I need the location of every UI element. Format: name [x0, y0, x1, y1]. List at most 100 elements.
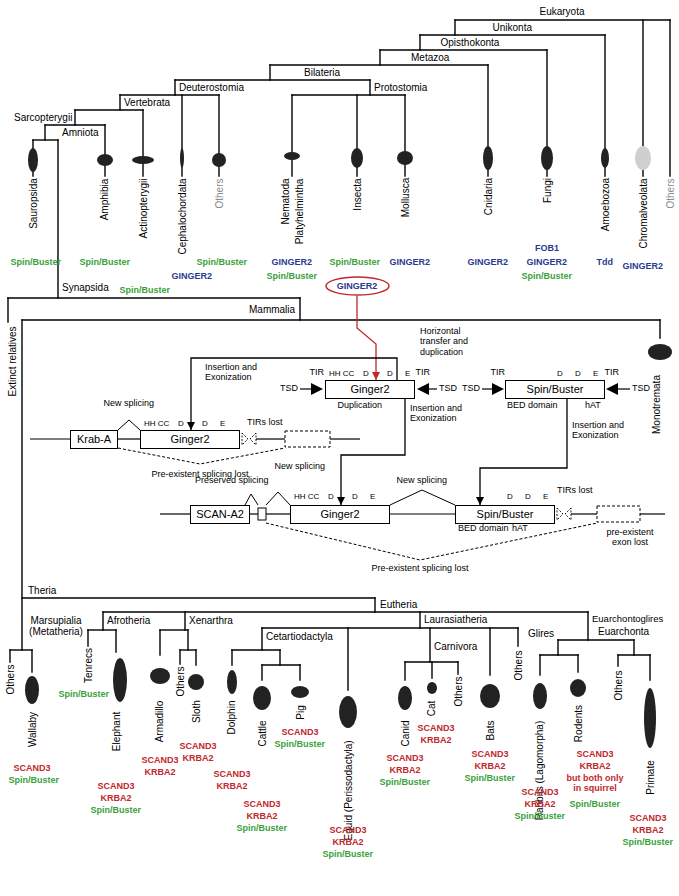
gene-label: KRBA2	[525, 800, 556, 810]
tree-branch	[184, 612, 185, 630]
gene-label: Spin/Buster	[11, 258, 62, 268]
taxon-label: Others	[214, 178, 225, 208]
annotation: TSD	[280, 384, 298, 394]
organism-silhouette	[480, 684, 500, 708]
tree-branch	[22, 597, 375, 598]
annotation: TIR	[310, 368, 325, 378]
gene-label: Spin/Buster	[237, 824, 288, 834]
organism-silhouette	[644, 688, 656, 748]
gene-label: SCAND3	[180, 742, 217, 752]
gene-label: KRBA2	[183, 754, 214, 764]
tree-branch	[142, 110, 143, 176]
clade-label: Opisthokonta	[441, 37, 500, 48]
clade-label: Carnivora	[434, 641, 477, 652]
organism-silhouette	[398, 686, 412, 710]
tree-branch	[299, 665, 300, 680]
gene-name: Ginger2	[320, 507, 359, 522]
annotation: TIR	[491, 368, 506, 378]
taxon-label: Sloth	[190, 700, 201, 723]
clade-label: Laurasiatheria	[424, 614, 487, 625]
lost-exon-box	[597, 506, 640, 522]
organism-silhouette	[212, 153, 226, 167]
gene-label: KRBA2	[333, 838, 364, 848]
tree-branch	[21, 320, 22, 650]
dna-strand	[160, 513, 190, 514]
organism-silhouette	[351, 148, 363, 168]
tree-branch	[431, 662, 432, 678]
tree-branch	[617, 655, 618, 666]
residue-letter: D	[507, 493, 513, 502]
gene-label: GINGER2	[623, 262, 664, 272]
gene-label: GINGER2	[468, 258, 509, 268]
taxon-label: Nematoda	[280, 178, 291, 224]
taxon-label: Dolphin	[226, 700, 237, 734]
gene-label: Spin/Buster	[623, 838, 674, 848]
taxon-label: Actinopterygii	[138, 178, 149, 238]
annotation: hAT	[512, 524, 528, 534]
gene-label: Spin/Buster	[522, 272, 573, 282]
residue-letter: HH CC	[144, 420, 169, 429]
tree-branch	[57, 140, 58, 298]
gene-label: Spin/Buster	[570, 800, 621, 810]
annotation: Preserved splicing	[195, 476, 269, 486]
gene-label: Spin/Buster	[380, 778, 431, 788]
gene-label: GINGER2	[527, 258, 568, 268]
annotation: TSD	[439, 384, 457, 394]
edge-label: Horizontal transfer and duplication	[420, 326, 490, 357]
gene-name: Ginger2	[350, 382, 389, 397]
tree-branch	[10, 649, 32, 650]
annotation: TIRs lost	[247, 418, 283, 428]
organism-silhouette	[291, 686, 309, 698]
tree-branch	[88, 629, 116, 630]
clade-label: Euarchonta	[598, 626, 649, 637]
gene-label: SCAND3	[244, 800, 281, 810]
taxon-label: Monotremata	[650, 375, 661, 434]
annotation: BED domain	[458, 524, 509, 534]
gene-label: SCAND3	[142, 756, 179, 766]
tree-branch	[22, 319, 660, 320]
taxon-label: Armadillo	[154, 700, 165, 742]
organism-silhouette	[427, 682, 437, 694]
tree-branch	[115, 630, 116, 652]
gene-label: but both only in squirrel	[564, 774, 626, 794]
gene-label: KRBA2	[145, 768, 176, 778]
organism-silhouette	[132, 156, 154, 164]
clade-label: Bilateria	[304, 67, 340, 78]
organism-silhouette	[150, 668, 170, 684]
tree-branch	[87, 630, 88, 646]
taxon-label: Bats	[485, 720, 496, 740]
gene-label: Spin/Buster	[9, 776, 60, 786]
clade-label: Protostomia	[374, 82, 427, 93]
annotation: New splicing	[397, 476, 448, 486]
tree-branch	[420, 34, 605, 35]
clade-label: Amniota	[62, 127, 99, 138]
tree-branch	[457, 662, 458, 674]
clade-label: Euarchontoglires	[592, 614, 663, 624]
tree-branch	[517, 628, 518, 646]
residue-letter: D	[557, 370, 563, 379]
dna-strand	[256, 438, 285, 439]
gene-name: Spin/Buster	[527, 382, 584, 397]
gene-name: GINGER2	[337, 276, 378, 296]
taxon-label: Canid	[400, 720, 411, 746]
gene-label: SCAND3	[577, 750, 614, 760]
clade-label: Eutheria	[380, 599, 417, 610]
tree-branch	[659, 320, 660, 338]
taxon-label: Others	[5, 664, 16, 694]
clade-label: Vertebrata	[124, 97, 170, 108]
taxon-label: Cat	[426, 700, 437, 716]
tree-branch	[419, 612, 420, 628]
annotation: Pre-existent splicing lost	[372, 564, 469, 574]
clade-label: Synapsida	[62, 282, 109, 293]
residue-letter: HH CC	[294, 493, 319, 502]
tree-branch	[103, 611, 588, 612]
tree-branch	[119, 95, 120, 110]
connector	[191, 358, 397, 430]
organism-silhouette	[635, 146, 651, 170]
tree-branch	[540, 654, 578, 655]
splice-caret	[390, 490, 455, 505]
taxon-label: Cephalochordata	[177, 178, 188, 254]
organism-silhouette	[97, 154, 113, 166]
edge-label: Insertion and Exonization	[410, 403, 480, 424]
taxon-label: Others	[513, 650, 524, 680]
